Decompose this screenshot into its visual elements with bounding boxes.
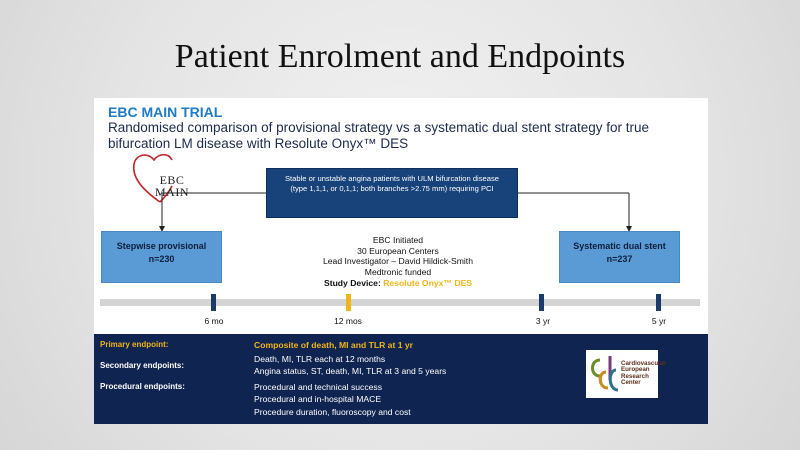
study-device: Study Device: Resolute Onyx™ DES <box>268 278 528 289</box>
center-info-line-3: Lead Investigator – David Hildick-Smith <box>323 256 473 266</box>
secondary-endpoints-label: Secondary endpoints: <box>100 361 185 370</box>
cerc-line-1: Cardiovascular <box>621 360 666 367</box>
primary-endpoint-value: Composite of death, MI and TLR at 1 yr <box>254 340 413 350</box>
timeline-bar <box>100 299 700 306</box>
center-info-line-1: EBC Initiated <box>372 235 424 245</box>
flow-arrows <box>159 192 632 232</box>
timeline-label-6mo: 6 mo <box>204 316 224 326</box>
center-info: EBC Initiated 30 European Centers Lead I… <box>268 235 528 289</box>
procedural-endpoints-label: Procedural endpoints: <box>100 382 185 391</box>
ebc-main-logo: EBC MAIN <box>130 150 204 206</box>
procedural-endpoint-1: Procedural and technical success <box>254 382 383 392</box>
study-device-name: Resolute Onyx™ DES <box>383 278 473 288</box>
secondary-endpoints-value: Death, MI, TLR each at 12 months Angina … <box>254 353 446 378</box>
procedural-endpoints-value: Procedural and technical success Procedu… <box>254 381 411 418</box>
timeline-tick-5yr <box>656 294 661 311</box>
arm-right-label: Systematic dual stent <box>573 241 666 251</box>
trial-name: EBC MAIN TRIAL <box>108 104 223 120</box>
arm-left-label: Stepwise provisional <box>116 241 207 251</box>
timeline-tick-12mos <box>346 294 351 311</box>
slide-title: Patient Enrolment and Endpoints <box>174 38 626 75</box>
timeline-label-3yr: 3 yr <box>535 316 551 326</box>
arm-left-n: n=230 <box>148 254 175 264</box>
timeline-label-5yr: 5 yr <box>651 316 667 326</box>
trial-panel: EBC MAIN TRIAL Randomised comparison of … <box>94 98 708 424</box>
study-device-label: Study Device: <box>323 278 381 288</box>
secondary-endpoint-2: Angina status, ST, death, MI, TLR at 3 a… <box>254 366 447 377</box>
logo-line-1: EBC <box>159 173 185 187</box>
center-info-line-4: Medtronic funded <box>364 266 432 277</box>
logo-text: EBC MAIN <box>142 174 202 198</box>
arm-systematic-dual-stent: Systematic dual stent n=237 <box>559 231 680 283</box>
trial-description: Randomised comparison of provisional str… <box>108 120 649 151</box>
patients-box: Stable or unstable angina patients with … <box>266 168 518 218</box>
secondary-endpoint-1: Death, MI, TLR each at 12 months <box>254 354 386 364</box>
cerc-line-3: Research <box>621 372 649 380</box>
procedural-endpoint-3: Procedure duration, fluoroscopy and cost <box>254 406 411 417</box>
cerc-line-2: European <box>621 366 650 374</box>
procedural-endpoint-2: Procedural and in-hospital MACE <box>254 394 382 405</box>
cerc-logo: Cardiovascular European Research Center <box>586 350 666 398</box>
primary-endpoint-label: Primary endpoint: <box>100 340 169 349</box>
cerc-letters-icon <box>591 356 619 392</box>
logo-line-2: MAIN <box>155 185 189 199</box>
cerc-logo-text: Cardiovascular European Research Center <box>621 360 666 387</box>
timeline-tick-6mo <box>211 294 216 311</box>
arm-right-n: n=237 <box>606 254 633 264</box>
cerc-line-4: Center <box>621 379 641 387</box>
timeline-label-12mos: 12 mos <box>334 316 362 326</box>
timeline-tick-3yr <box>539 294 544 311</box>
arm-stepwise-provisional: Stepwise provisional n=230 <box>101 231 222 283</box>
center-info-line-2: 30 European Centers <box>357 245 439 256</box>
endpoints-table: Primary endpoint: Composite of death, MI… <box>94 334 708 424</box>
